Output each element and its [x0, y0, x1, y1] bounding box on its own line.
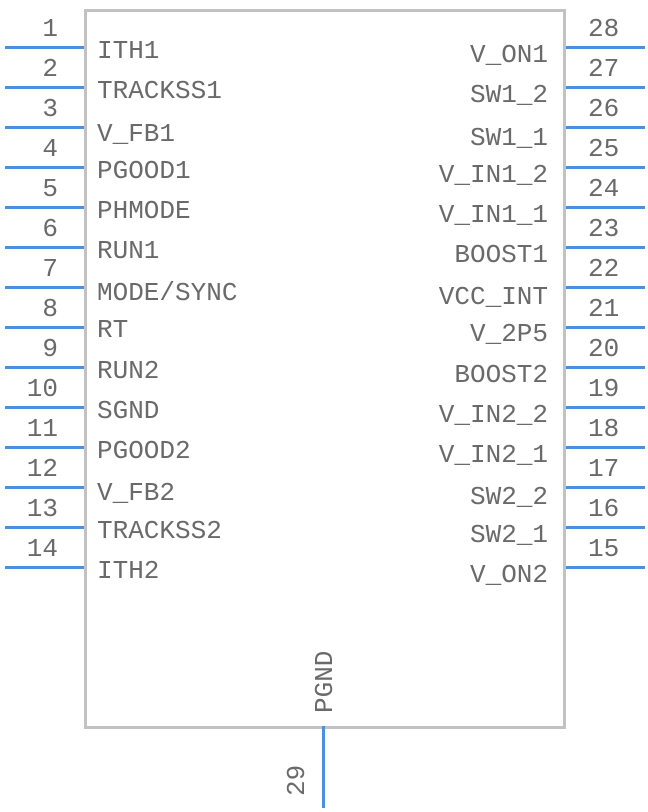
pin-19-line: [566, 406, 645, 409]
pin-6-line: [5, 246, 84, 249]
pin-27-line: [566, 86, 645, 89]
pin-label: BOOST1: [454, 240, 548, 270]
pin-5-line: [5, 206, 84, 209]
pin-1-line: [5, 46, 84, 49]
pin-number: 28: [588, 14, 620, 44]
pin-number: 27: [588, 54, 620, 84]
pin-18-line: [566, 446, 645, 449]
pin-number: 17: [588, 454, 620, 484]
pin-label: RT: [97, 315, 129, 345]
pin-29-label: PGND: [310, 650, 340, 713]
pin-number: 21: [588, 294, 620, 324]
pin-label: BOOST2: [454, 360, 548, 390]
pin-label: MODE/SYNC: [97, 278, 238, 308]
pin-label: RUN1: [97, 236, 160, 266]
pin-label: V_IN2_1: [438, 440, 548, 470]
pin-label: V_IN1_2: [438, 160, 548, 190]
pin-14-line: [5, 566, 84, 569]
pin-20-line: [566, 366, 645, 369]
pin-number: 10: [26, 374, 58, 404]
pin-9-line: [5, 366, 84, 369]
pin-number: 24: [588, 174, 620, 204]
pin-label: VCC_INT: [438, 282, 548, 312]
pin-number: 22: [588, 254, 620, 284]
pin-7-line: [5, 286, 84, 289]
pin-label: SW2_1: [469, 520, 548, 550]
pin-23-line: [566, 246, 645, 249]
pin-label: V_IN2_2: [438, 400, 548, 430]
pin-label: V_ON1: [469, 40, 548, 70]
pin-number: 6: [42, 214, 58, 244]
pin-number: 2: [42, 54, 58, 84]
pin-number: 11: [26, 414, 58, 444]
pin-label: RUN2: [97, 356, 160, 386]
pin-16-line: [566, 526, 645, 529]
pin-label: SW1_1: [469, 123, 548, 153]
pin-15-line: [566, 566, 645, 569]
pin-number: 1: [42, 14, 58, 44]
pin-number: 14: [26, 534, 58, 564]
pin-label: TRACKSS2: [97, 516, 222, 546]
pin-label: SGND: [97, 396, 160, 426]
pin-number: 13: [26, 494, 58, 524]
pin-22-line: [566, 286, 645, 289]
pin-number: 20: [588, 334, 620, 364]
pin-number: 5: [42, 174, 58, 204]
pin-number: 7: [42, 254, 58, 284]
pin-3-line: [5, 126, 84, 129]
pin-29-number: 29: [282, 764, 312, 796]
pin-11-line: [5, 446, 84, 449]
ic-body: [84, 9, 566, 729]
pin-number: 15: [588, 534, 620, 564]
pin-number: 8: [42, 294, 58, 324]
pin-24-line: [566, 206, 645, 209]
pin-number: 16: [588, 494, 620, 524]
pin-10-line: [5, 406, 84, 409]
pin-number: 9: [42, 334, 58, 364]
pin-label: ITH2: [97, 556, 160, 586]
pin-29-line: [322, 726, 325, 808]
pin-number: 26: [588, 94, 620, 124]
pin-12-line: [5, 486, 84, 489]
pin-label: ITH1: [97, 36, 160, 66]
pin-number: 12: [26, 454, 58, 484]
pin-number: 25: [588, 134, 620, 164]
pin-label: V_2P5: [469, 319, 548, 349]
pin-label: SW2_2: [469, 482, 548, 512]
pin-number: 23: [588, 214, 620, 244]
pin-label: V_FB2: [97, 478, 176, 508]
pin-label: V_FB1: [97, 119, 176, 149]
pin-21-line: [566, 326, 645, 329]
pin-8-line: [5, 326, 84, 329]
pin-13-line: [5, 526, 84, 529]
pin-26-line: [566, 126, 645, 129]
pin-label: PGOOD2: [97, 436, 191, 466]
pin-28-line: [566, 46, 645, 49]
pin-number: 4: [42, 134, 58, 164]
pin-4-line: [5, 166, 84, 169]
pin-label: V_ON2: [469, 560, 548, 590]
pin-label: PHMODE: [97, 196, 191, 226]
pin-label: PGOOD1: [97, 156, 191, 186]
pin-17-line: [566, 486, 645, 489]
pin-number: 19: [588, 374, 620, 404]
pin-label: SW1_2: [469, 80, 548, 110]
pin-label: TRACKSS1: [97, 76, 222, 106]
pin-number: 3: [42, 94, 58, 124]
pin-label: V_IN1_1: [438, 200, 548, 230]
pin-number: 18: [588, 414, 620, 444]
pin-2-line: [5, 86, 84, 89]
pin-25-line: [566, 166, 645, 169]
